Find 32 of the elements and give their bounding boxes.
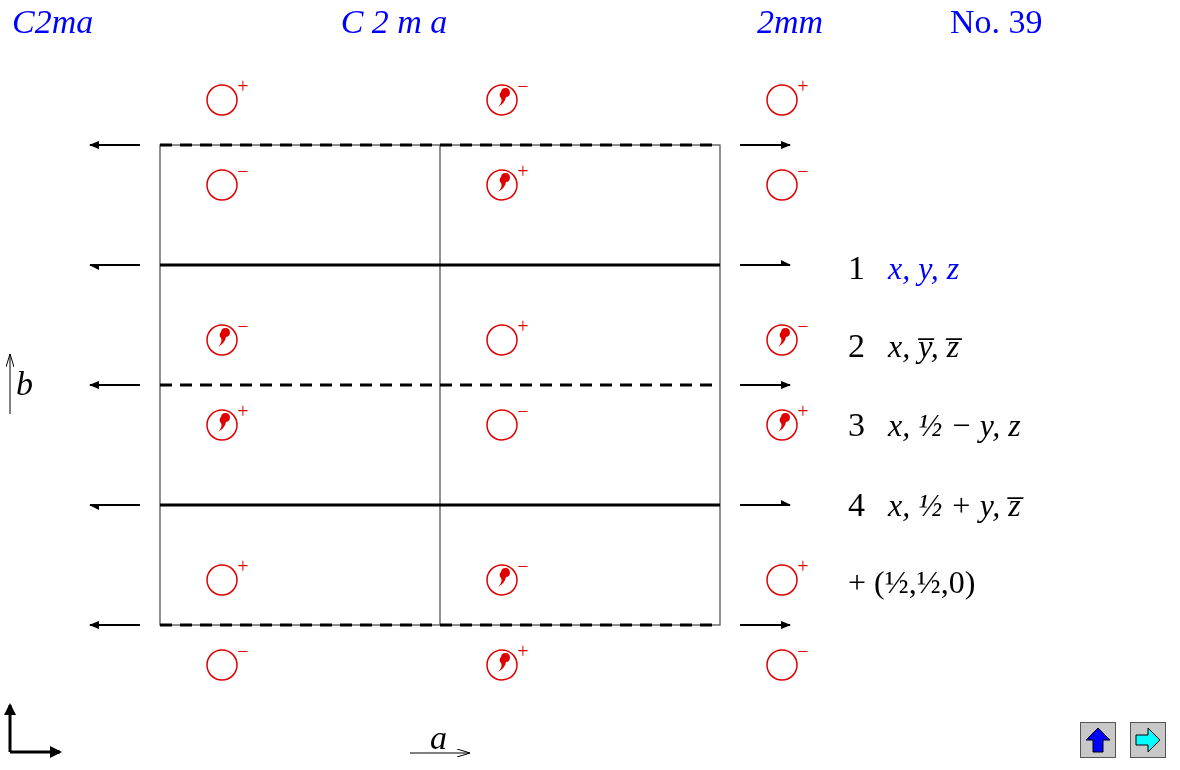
height-sign: + <box>797 556 809 576</box>
centring-translation: + (½,½,0) <box>848 566 976 598</box>
space-group-symbol: C 2 m a <box>340 5 448 39</box>
height-sign: − <box>517 401 529 421</box>
height-sign: − <box>237 641 249 661</box>
position-number: 1 <box>848 251 865 285</box>
height-sign: + <box>517 641 529 661</box>
coordinate-triplet: x, ½ − y, z <box>888 409 1021 441</box>
space-group-symbol: C2ma <box>12 5 94 39</box>
height-sign: − <box>517 556 529 576</box>
position-number: 4 <box>848 488 865 522</box>
height-sign: + <box>517 316 529 336</box>
height-sign: − <box>797 161 809 181</box>
height-sign: − <box>237 316 249 336</box>
height-sign: − <box>797 641 809 661</box>
height-sign: − <box>797 316 809 336</box>
axis-label: a <box>430 721 447 755</box>
space-group-symbol: 2mm <box>756 5 824 39</box>
height-sign: + <box>797 401 809 421</box>
coordinate-triplet: x, y, z <box>888 252 960 284</box>
height-sign: + <box>237 76 249 96</box>
position-number: 2 <box>848 329 865 363</box>
coordinate-triplet: x, y̅, z̅ <box>888 330 960 362</box>
position-number: 3 <box>848 408 865 442</box>
height-sign: + <box>237 401 249 421</box>
height-sign: − <box>237 161 249 181</box>
height-sign: + <box>517 161 529 181</box>
height-sign: + <box>237 556 249 576</box>
height-sign: − <box>517 76 529 96</box>
height-sign: + <box>797 76 809 96</box>
axis-label: b <box>16 367 33 401</box>
space-group-number: No. 39 <box>950 5 1043 39</box>
